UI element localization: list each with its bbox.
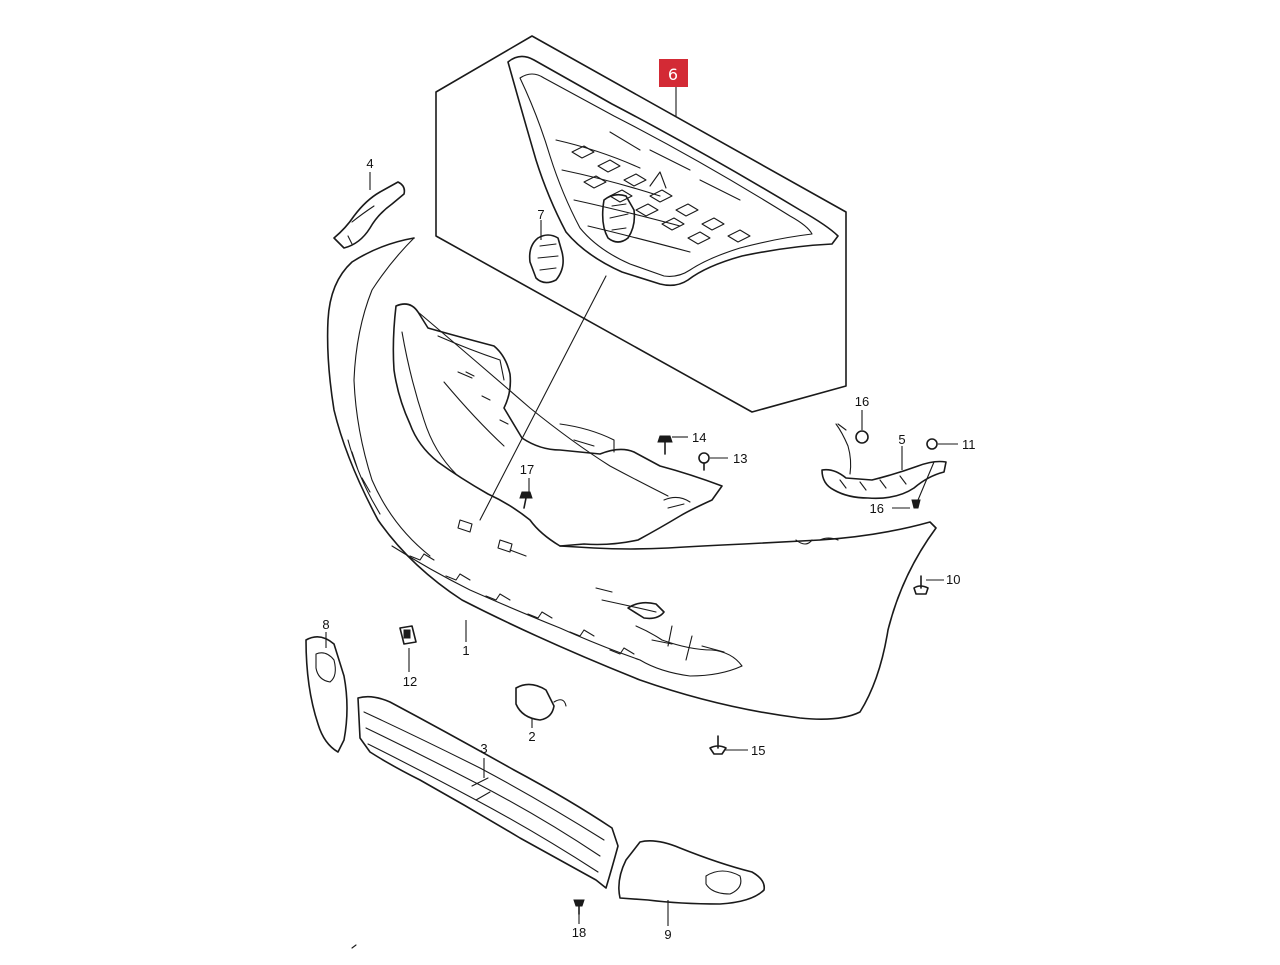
front-bumper-drawing (326, 237, 937, 720)
emblem-drawing (528, 234, 564, 284)
fastener-clip-12 (399, 625, 417, 645)
callout-11-label[interactable]: 11 (962, 437, 976, 452)
callout-1-label[interactable]: 1 (462, 643, 469, 658)
callout-8-label[interactable]: 8 (322, 617, 329, 632)
fastener-screw-17 (519, 491, 533, 509)
callout-9-label[interactable]: 9 (664, 927, 671, 942)
side-bracket-right-drawing (821, 423, 947, 501)
callout-5-label[interactable]: 5 (898, 432, 905, 447)
callout-16-top-label[interactable]: 16 (855, 394, 869, 409)
callout-18-label[interactable]: 18 (572, 925, 586, 940)
leader-lines (325, 86, 958, 926)
callout-7-label[interactable]: 7 (537, 207, 544, 222)
tow-hook-cover-drawing (515, 683, 567, 721)
callout-6-highlight-badge[interactable] (659, 59, 688, 87)
fastener-screw-18 (573, 899, 585, 915)
callout-12-label[interactable]: 12 (403, 674, 417, 689)
side-bracket-left-drawing (333, 181, 406, 249)
fastener-screw-16-bottom (911, 499, 921, 509)
side-cover-left-drawing (305, 636, 348, 753)
corner-mark (351, 944, 357, 949)
fastener-clip-13 (698, 452, 710, 471)
callout-15-label[interactable]: 15 (751, 743, 765, 758)
callout-10-label[interactable]: 10 (946, 572, 960, 587)
callout-17-label[interactable]: 17 (520, 462, 534, 477)
callout-4-label[interactable]: 4 (366, 156, 373, 171)
fastener-clip-10 (913, 575, 929, 595)
callout-6-label[interactable]: 6 (668, 65, 678, 84)
fastener-nut-11 (926, 438, 938, 450)
lower-grille-drawing (357, 695, 619, 889)
grille-inset-box (435, 35, 847, 413)
callout-16-bottom-label[interactable]: 16 (870, 501, 884, 516)
fog-lamp-bezel-drawing (618, 840, 766, 905)
callout-13-label[interactable]: 13 (733, 451, 747, 466)
fastener-nut-16-top (855, 430, 869, 444)
fastener-clip-15 (709, 735, 727, 755)
callout-3-label[interactable]: 3 (480, 741, 487, 756)
callout-2-label[interactable]: 2 (528, 729, 535, 744)
fastener-screw-14 (657, 435, 673, 455)
callout-labels: 1 2 3 4 5 7 8 9 10 11 12 13 14 15 16 16 … (322, 156, 975, 942)
callout-14-label[interactable]: 14 (692, 430, 706, 445)
front-grille-drawing (479, 55, 839, 521)
